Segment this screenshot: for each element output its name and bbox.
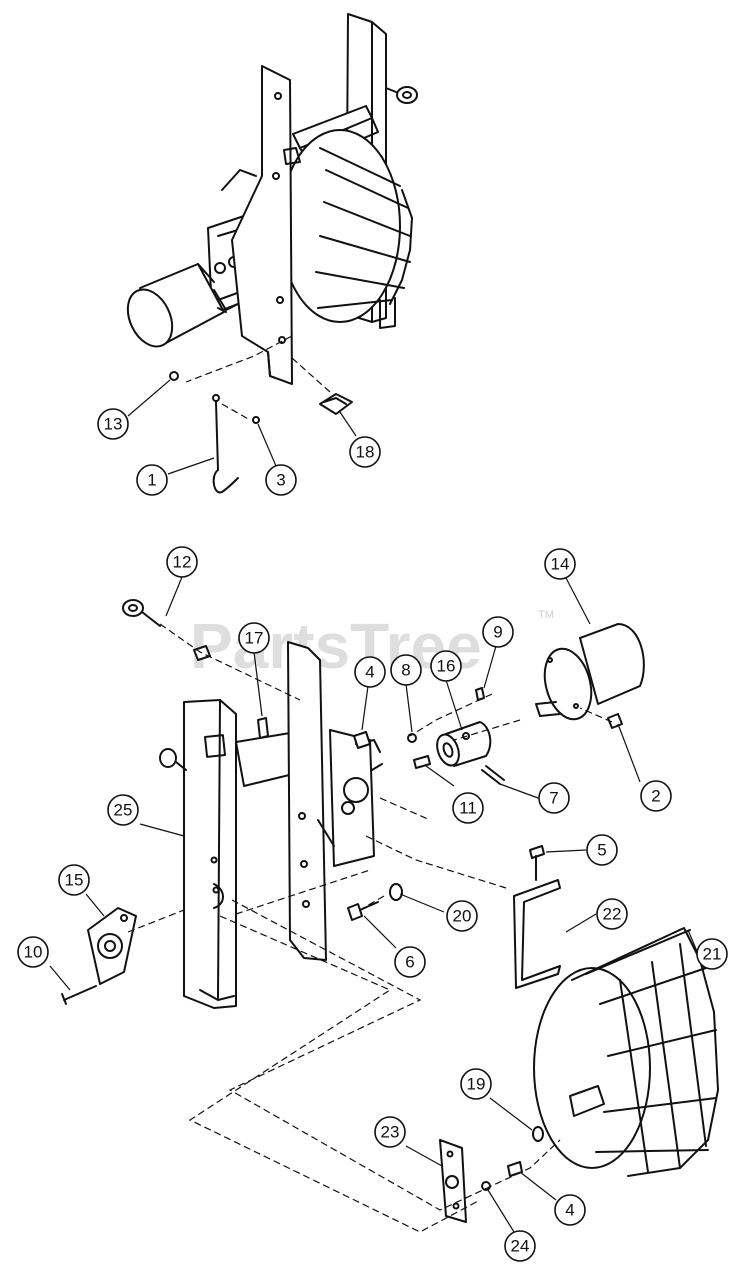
svg-text:9: 9 [493, 623, 502, 642]
callout-8: 8 [390, 654, 422, 686]
svg-text:6: 6 [405, 953, 414, 972]
svg-text:4: 4 [565, 1201, 574, 1220]
callout-3: 3 [265, 464, 297, 496]
callout-19: 19 [460, 1068, 492, 1100]
callout-4-upper: 4 [354, 656, 386, 688]
callout-21: 21 [696, 938, 728, 970]
callout-24: 24 [504, 1230, 536, 1262]
svg-text:25: 25 [114, 801, 133, 820]
svg-text:16: 16 [437, 657, 456, 676]
svg-text:19: 19 [467, 1075, 486, 1094]
svg-text:24: 24 [511, 1237, 530, 1256]
svg-text:20: 20 [453, 907, 472, 926]
svg-text:15: 15 [65, 871, 84, 890]
callout-16: 16 [430, 650, 462, 682]
callout-9: 9 [482, 616, 514, 648]
svg-text:7: 7 [549, 789, 558, 808]
svg-text:8: 8 [401, 661, 410, 680]
svg-text:22: 22 [603, 905, 622, 924]
svg-text:5: 5 [597, 841, 606, 860]
callout-23: 23 [374, 1116, 406, 1148]
top-assembly [126, 13, 418, 494]
svg-text:11: 11 [459, 799, 477, 818]
callout-11: 11 [452, 792, 484, 824]
svg-text:23: 23 [381, 1123, 400, 1142]
callout-1: 1 [136, 464, 168, 496]
svg-text:18: 18 [356, 443, 375, 462]
callout-2: 2 [640, 780, 672, 812]
svg-text:14: 14 [551, 555, 570, 574]
callout-5: 5 [586, 834, 618, 866]
callout-15: 15 [58, 864, 90, 896]
callout-25: 25 [107, 794, 139, 826]
bottom-assembly [61, 599, 719, 1233]
watermark-trademark: TM [538, 609, 554, 621]
svg-text:4: 4 [365, 663, 374, 682]
callout-22: 22 [596, 898, 628, 930]
callout-4-lower: 4 [554, 1194, 586, 1226]
callout-18: 18 [349, 436, 381, 468]
callout-17: 17 [238, 622, 270, 654]
svg-text:1: 1 [147, 471, 156, 490]
svg-text:17: 17 [245, 629, 264, 648]
svg-text:21: 21 [703, 945, 722, 964]
svg-text:12: 12 [173, 553, 192, 572]
callout-7: 7 [538, 782, 570, 814]
callout-20: 20 [446, 900, 478, 932]
callout-14: 14 [544, 548, 576, 580]
svg-text:10: 10 [24, 943, 43, 962]
callout-12: 12 [166, 546, 198, 578]
svg-text:13: 13 [104, 415, 123, 434]
callout-6: 6 [394, 946, 426, 978]
callout-10: 10 [17, 936, 49, 968]
leader-lines [49, 379, 705, 1233]
svg-text:3: 3 [276, 471, 285, 490]
svg-text:2: 2 [651, 787, 660, 806]
callout-13: 13 [97, 408, 129, 440]
